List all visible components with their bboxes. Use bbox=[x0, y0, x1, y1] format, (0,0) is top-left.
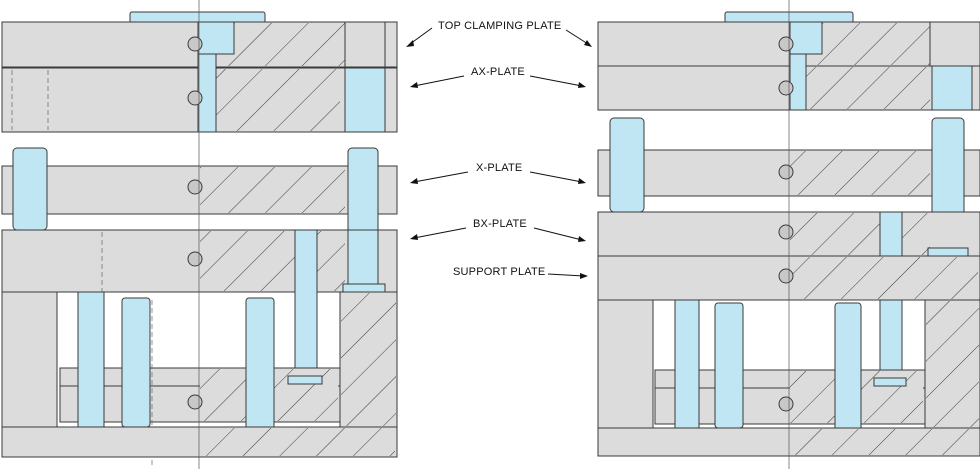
pin-head bbox=[342, 283, 386, 293]
guide-bushing bbox=[344, 67, 386, 133]
screw-icon bbox=[778, 224, 794, 240]
locating-ring bbox=[129, 11, 266, 24]
guide-pin bbox=[347, 229, 379, 289]
label-ax-plate: AX-PLATE bbox=[471, 66, 525, 78]
label-bx-plate: BX-PLATE bbox=[473, 218, 527, 230]
sprue-channel bbox=[789, 53, 807, 111]
labels: TOP CLAMPING PLATE AX-PLATE X-PLATE BX-P… bbox=[406, 20, 592, 279]
sprue-bushing bbox=[789, 21, 823, 55]
sprue-bushing bbox=[197, 21, 235, 55]
left-assembly bbox=[1, 0, 398, 469]
pin-head bbox=[287, 375, 323, 385]
pin-head bbox=[927, 247, 969, 257]
left-bx-plate bbox=[1, 229, 398, 377]
screw-icon bbox=[187, 36, 203, 52]
screw-icon bbox=[187, 251, 203, 267]
label-support-plate: SUPPORT PLATE bbox=[453, 266, 545, 278]
guide-pin bbox=[12, 147, 48, 231]
ejector-pin bbox=[77, 291, 105, 428]
screw-icon bbox=[778, 396, 794, 412]
right-assembly bbox=[597, 0, 980, 469]
guide-pin bbox=[609, 117, 645, 213]
screw-icon bbox=[187, 90, 203, 106]
screw-icon bbox=[778, 80, 794, 96]
label-x-plate: X-PLATE bbox=[476, 162, 522, 174]
label-top-clamping-plate: TOP CLAMPING PLATE bbox=[438, 20, 561, 32]
left-ejector-housing bbox=[1, 291, 398, 465]
left-ax-plate bbox=[1, 53, 398, 133]
support-pillar bbox=[294, 229, 318, 377]
ejector-pin bbox=[714, 302, 744, 429]
screw-icon bbox=[778, 164, 794, 180]
screw-icon bbox=[778, 36, 794, 52]
pin-head bbox=[873, 377, 907, 387]
left-top-clamping-plate bbox=[1, 21, 398, 68]
ejector-pin bbox=[121, 297, 151, 428]
screw-icon bbox=[778, 268, 794, 284]
screw-icon bbox=[187, 179, 203, 195]
screw-icon bbox=[187, 394, 203, 410]
right-ejector-housing bbox=[597, 299, 980, 457]
ejector-pin bbox=[674, 299, 700, 429]
sprue-channel bbox=[197, 53, 217, 133]
guide-bushing bbox=[931, 65, 973, 111]
